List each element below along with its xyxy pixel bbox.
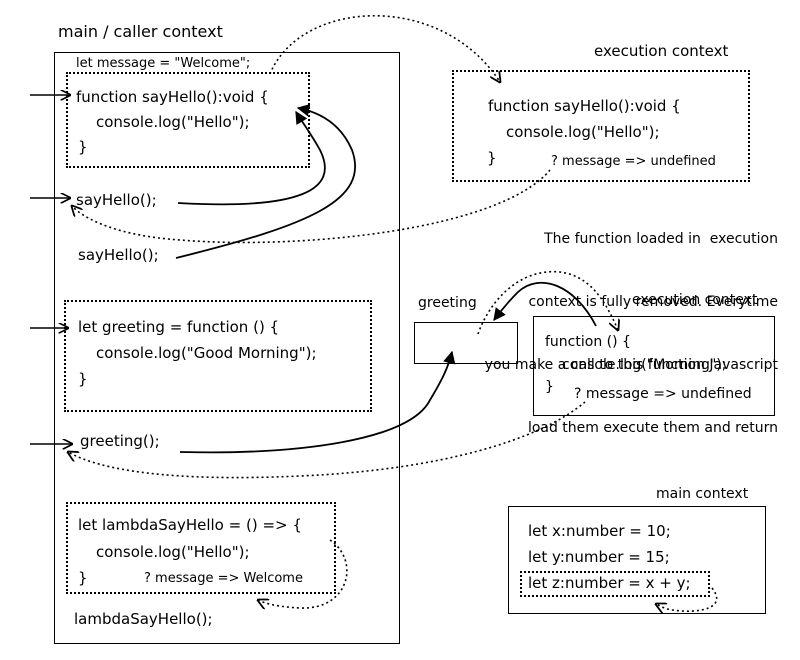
- lambda-message-note: ? message => Welcome: [144, 571, 303, 586]
- main-context-heading-2: main context: [656, 486, 749, 502]
- execution-context-box-2: [533, 316, 775, 416]
- explanation-note: The function loaded in execution context…: [430, 187, 778, 481]
- load-arc-top: [269, 15, 500, 82]
- main-context-line-2: let y:number = 15;: [528, 548, 670, 566]
- z-loop-arc: [656, 587, 718, 611]
- exec2-code-line-2: console.log("Morning");: [562, 357, 727, 373]
- explanation-line-1: The function loaded in execution: [544, 231, 778, 247]
- greeting-call-arrow: [179, 350, 456, 454]
- execution-context-heading-2: execution context: [632, 292, 758, 308]
- sayhello-code-line-1: function sayHello():void {: [76, 88, 269, 106]
- sayhello-code-line-2: console.log("Hello");: [96, 113, 250, 131]
- lambda-call: lambdaSayHello();: [74, 610, 213, 628]
- sayhello-code-line-3: }: [78, 138, 88, 156]
- execution-context-box-1: [452, 70, 750, 182]
- lambda-code-line-2: console.log("Hello");: [96, 543, 250, 561]
- return-arc-top: [72, 169, 551, 244]
- z-declaration-box: [520, 571, 710, 597]
- greeting-function-box: [64, 300, 372, 412]
- call-arrow-1: [177, 110, 326, 206]
- lambda-code-line-1: let lambdaSayHello = () => {: [78, 516, 302, 534]
- main-context-box-2: [508, 506, 766, 614]
- sayhello-call-2: sayHello();: [78, 246, 159, 264]
- exec2-code-line-3: }: [545, 379, 554, 395]
- main-context-line-3: let z:number = x + y;: [528, 574, 691, 592]
- lambda-function-box: [66, 502, 336, 594]
- explanation-line-2: context is fully removed. Everytime: [528, 294, 778, 310]
- message-declaration: let message = "Welcome";: [76, 56, 251, 71]
- greeting-code-line-1: let greeting = function () {: [78, 318, 280, 336]
- greeting-code-line-2: console.log("Good Morning");: [96, 344, 317, 362]
- exec2-code-line-1: function () {: [545, 334, 631, 350]
- greeting-call: greeting();: [80, 432, 160, 450]
- return-arc-middle: [68, 401, 586, 479]
- explanation-line-3: you make a call to this function Javascr…: [484, 357, 778, 373]
- sayhello-function-box: [66, 72, 310, 168]
- greeting-load-arc: [477, 270, 618, 335]
- exec1-code-line-1: function sayHello():void {: [488, 97, 681, 115]
- call-arrow-2: [175, 104, 357, 259]
- sayhello-call-1: sayHello();: [76, 191, 157, 209]
- exec1-code-line-2: console.log("Hello");: [506, 123, 660, 141]
- main-context-box: [54, 52, 400, 644]
- main-context-line-1: let x:number = 10;: [528, 522, 671, 540]
- exec2-message-note: ? message => undefined: [574, 386, 752, 402]
- greeting-link-arrow: [493, 281, 597, 327]
- exec1-message-note: ? message => undefined: [551, 154, 716, 169]
- greeting-variable-box: [414, 322, 518, 364]
- greeting-code-line-3: }: [78, 370, 88, 388]
- exec1-code-line-3: }: [487, 149, 497, 167]
- execution-context-heading-1: execution context: [594, 42, 729, 60]
- lambda-code-line-3: }: [78, 569, 88, 587]
- main-context-heading: main / caller context: [58, 22, 223, 41]
- lambda-loop-arc: [258, 539, 348, 608]
- greeting-variable-label: greeting: [418, 295, 477, 311]
